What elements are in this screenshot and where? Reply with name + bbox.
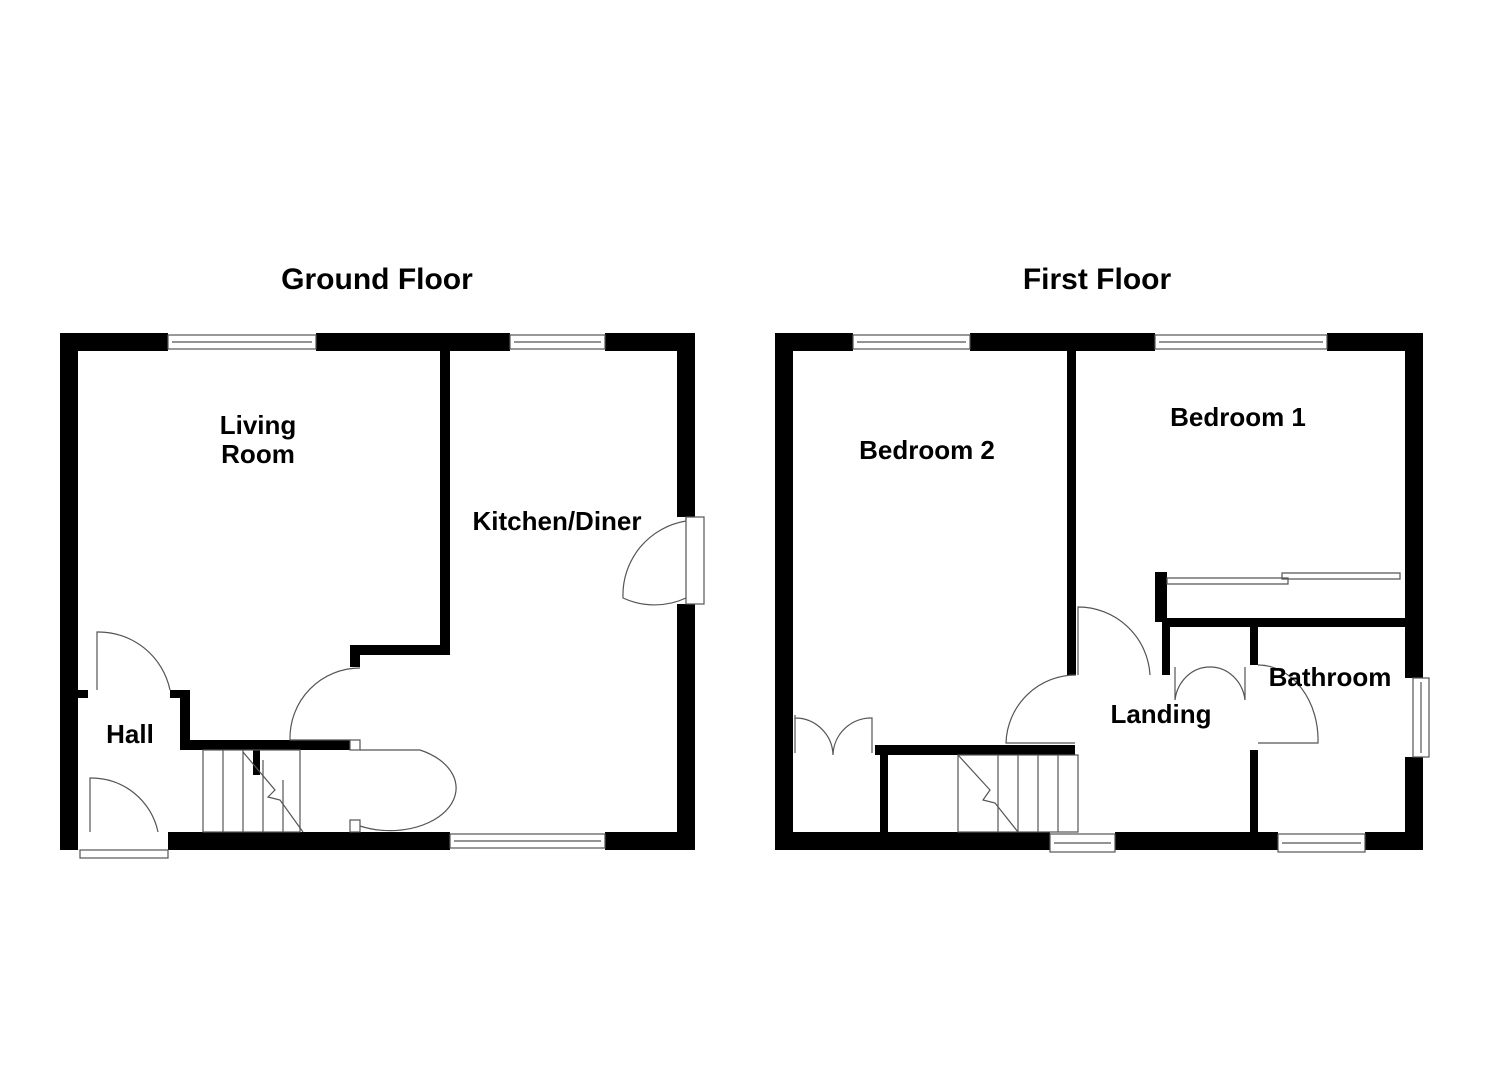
living-room-door: [96, 631, 171, 691]
window-kitchen-bottom: [449, 833, 606, 849]
ground-floor-title: Ground Floor: [281, 263, 473, 296]
bedroom2-door: [1005, 674, 1077, 744]
first-stairs: [957, 754, 1079, 833]
room-label-landing: Landing: [1110, 699, 1211, 729]
bathroom-door: [1257, 664, 1319, 744]
wardrobe-sliding-doors: [1166, 572, 1401, 585]
window-living-top: [167, 334, 317, 350]
first-floor-title: First Floor: [1023, 263, 1172, 296]
window-bedroom2: [852, 334, 971, 350]
kitchen-side-door: [622, 517, 687, 606]
front-door-frame: [79, 849, 169, 859]
room-label-bedroom1: Bedroom 1: [1170, 402, 1306, 432]
ground-stairs: [202, 749, 304, 833]
kitchen-door: [289, 667, 361, 741]
window-bathroom-bottom: [1277, 833, 1366, 853]
under-stairs-door: [359, 749, 457, 832]
room-label-kitchen: Kitchen/Diner: [472, 506, 641, 536]
room-label-hall: Hall: [106, 719, 154, 749]
first-floor-plan: First Floor: [775, 263, 1430, 853]
ground-floor-plan: Ground Floor: [60, 263, 705, 859]
kitchen-side-door-frame: [685, 516, 705, 605]
room-label-living-line2: Room: [221, 439, 295, 469]
room-label-bedroom2: Bedroom 2: [859, 435, 995, 465]
window-kitchen-top: [509, 334, 606, 350]
window-landing: [1049, 833, 1116, 853]
bedroom1-door: [1077, 606, 1151, 676]
window-bathroom-side: [1412, 677, 1430, 758]
airing-cupboard-doors: [1174, 666, 1246, 701]
bedroom2-cupboard-doors: [794, 715, 873, 756]
room-label-bathroom: Bathroom: [1269, 662, 1392, 692]
front-door: [89, 777, 159, 833]
room-label-living-line1: Living: [220, 410, 297, 440]
window-bedroom1: [1154, 334, 1328, 350]
wall-left: [60, 333, 78, 850]
